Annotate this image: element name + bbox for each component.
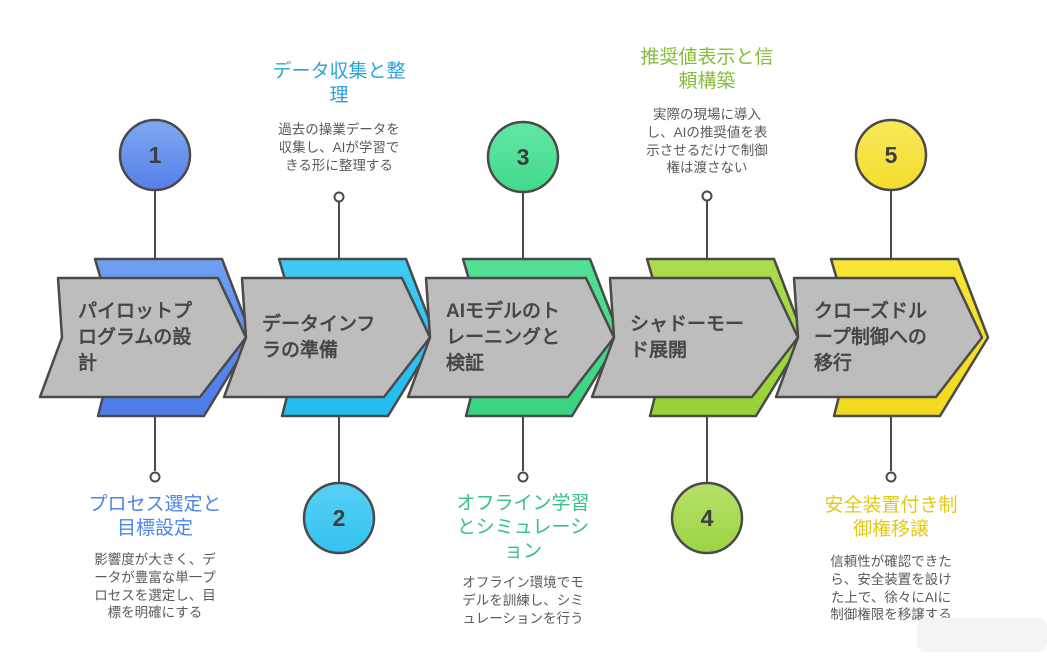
step-4-callout-dot bbox=[701, 190, 713, 202]
step-2-arrow-label: データインフ ラの準備 bbox=[262, 313, 376, 361]
step-2-number-badge bbox=[302, 481, 376, 555]
step-1-callout-description: 影響度が大きく、デ ータが豊富な単一プ ロセスを選定し、目 標を明確にする bbox=[94, 552, 216, 621]
step-3-arrow-label: AIモデルのト レーニングと 検証 bbox=[446, 300, 561, 375]
callout-dots bbox=[149, 190, 897, 483]
step-5-callout-dot bbox=[885, 471, 897, 483]
step-3-callout-dot bbox=[517, 471, 529, 483]
number-badges bbox=[118, 118, 928, 555]
step-1-number: 1 bbox=[149, 142, 162, 168]
step-4-callout-title: 推奨値表示と信 頼構築 bbox=[640, 47, 774, 92]
step-2-arrow bbox=[222, 276, 432, 399]
step-5-number-badge bbox=[854, 118, 928, 192]
step-3-callout-description: オフライン環境でモ デルを訓練し、シミ ュレーションを行う bbox=[462, 575, 584, 626]
step-3-callout-title: オフライン学習 とシミュレーシ ョン bbox=[456, 493, 590, 562]
step-1-arrow-label: パイロットプ ログラムの設 計 bbox=[78, 300, 193, 375]
step-2-callout-dot bbox=[333, 191, 345, 203]
step-5-arrow-label: クローズドル ープ制御への 移行 bbox=[814, 300, 928, 375]
step-4-number: 4 bbox=[701, 505, 714, 531]
step-2-callout-description: 過去の操業データを 収集し、AIが学習で きる形に整理する bbox=[278, 122, 400, 173]
step-4-number-badge bbox=[670, 481, 744, 555]
step-4-callout-description: 実際の現場に導入 し、AIの推奨値を表 示させるだけで制御 権は渡さない bbox=[646, 107, 768, 176]
step-2-number: 2 bbox=[333, 505, 346, 531]
number-labels: 1 2 3 4 5 bbox=[149, 142, 898, 531]
step-3-number: 3 bbox=[517, 144, 530, 170]
step-1-number-badge bbox=[118, 118, 192, 192]
step-1-callout-dot bbox=[149, 471, 161, 483]
step-1-callout-title: プロセス選定と 目標設定 bbox=[88, 494, 222, 539]
watermark-placeholder bbox=[917, 618, 1047, 652]
step-2-callout-title: データ収集と整 理 bbox=[272, 61, 406, 106]
step-5-number: 5 bbox=[885, 142, 898, 168]
step-3-arrow bbox=[406, 276, 616, 399]
arrows bbox=[38, 276, 984, 399]
step-4-arrow bbox=[590, 276, 800, 399]
step-5-callout-title: 安全装置付き制 御権移譲 bbox=[824, 495, 958, 540]
step-1-arrow bbox=[38, 276, 248, 399]
step-5-arrow bbox=[774, 276, 984, 399]
step-3-number-badge bbox=[486, 120, 560, 194]
step-5-callout-description: 信頼性が確認できた ら、安全装置を設け た上で、徐々にAIに 制御権限を移譲する bbox=[830, 554, 952, 623]
step-4-arrow-label: シャドーモー ド展開 bbox=[630, 313, 745, 361]
